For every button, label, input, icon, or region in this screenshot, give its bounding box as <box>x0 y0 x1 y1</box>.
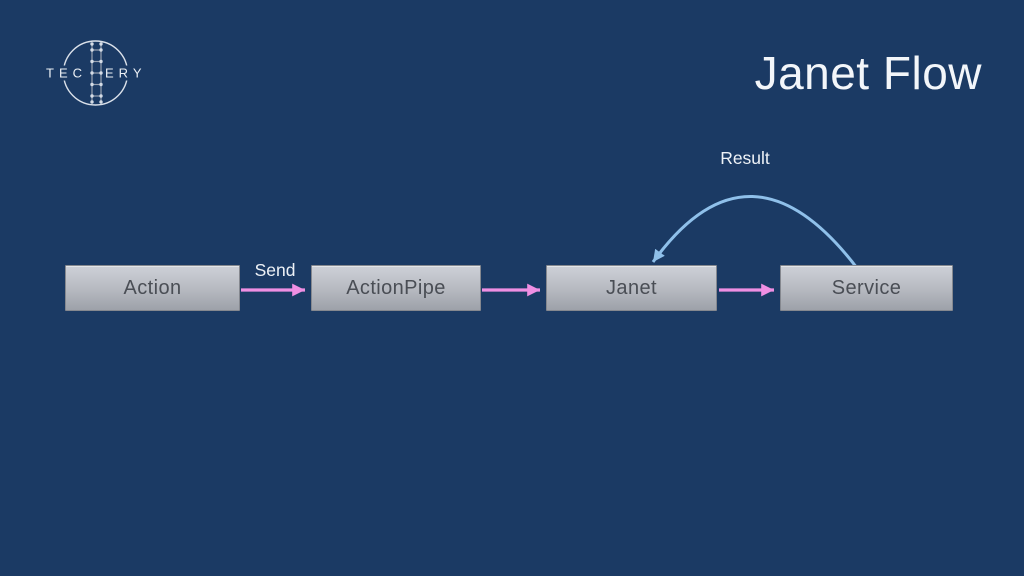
node-service-label: Service <box>831 276 902 299</box>
node-janet: Janet <box>546 265 717 311</box>
edge-label-result: Result <box>720 148 770 168</box>
node-janet-label: Janet <box>606 276 657 299</box>
node-actionpipe-label: ActionPipe <box>346 276 446 299</box>
slide-title: Janet Flow <box>754 47 982 99</box>
ladder-icon <box>90 42 103 104</box>
node-action: Action <box>65 265 240 311</box>
arc-service-to-janet <box>651 195 859 269</box>
node-service: Service <box>780 265 953 311</box>
edge-label-send: Send <box>254 260 296 280</box>
node-actionpipe: ActionPipe <box>311 265 481 311</box>
techery-logo: TEC ERY <box>38 40 158 106</box>
logo-text-right: ERY <box>105 66 147 81</box>
logo-text-left: TEC <box>46 66 87 81</box>
node-action-label: Action <box>123 276 182 299</box>
